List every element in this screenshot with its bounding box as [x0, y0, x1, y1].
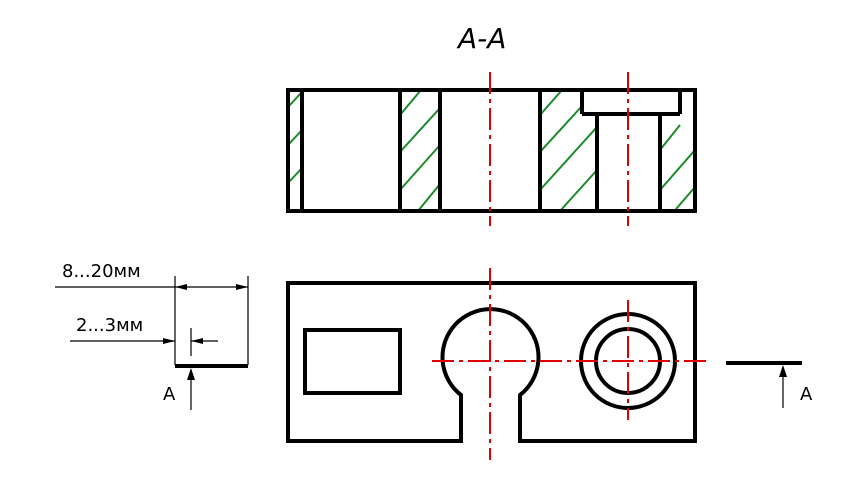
arrowhead-icon — [236, 284, 248, 290]
hatch-line — [399, 107, 441, 153]
hatch-line — [539, 126, 598, 191]
hatch-group — [287, 89, 696, 212]
hatch-line — [675, 186, 696, 210]
plan-view — [286, 268, 710, 460]
view-arrow-icon — [779, 365, 787, 377]
section-border — [286, 88, 697, 213]
cut-label-left: A — [163, 384, 176, 405]
section-title: A-A — [456, 22, 506, 55]
hatch-line — [659, 149, 696, 191]
arrowhead-icon — [175, 284, 187, 290]
view-arrow-icon — [187, 368, 195, 380]
arrowhead-icon — [191, 338, 203, 344]
cut-indicator-left: A — [163, 364, 248, 410]
hatch-line — [287, 91, 303, 108]
hatch-line — [399, 89, 422, 116]
hatch-line — [539, 89, 563, 116]
cut-label-right: A — [800, 384, 813, 405]
cut-indicator-right: A — [726, 361, 813, 408]
arrowhead-icon — [163, 338, 175, 344]
hatch-line — [417, 183, 441, 212]
hatch-line — [399, 144, 441, 191]
section-view — [286, 72, 697, 226]
plan-outline — [286, 281, 697, 443]
section-outline — [286, 88, 697, 213]
dimension-text-outer: 8...20мм — [62, 261, 141, 282]
hatch-line — [539, 105, 583, 153]
hatch-line — [287, 129, 303, 146]
hatch-line — [287, 167, 303, 184]
hatch-line — [659, 124, 681, 151]
dimension-text-inner: 2...3мм — [76, 315, 143, 336]
hatch-line — [559, 169, 598, 212]
rect-pocket — [303, 328, 402, 395]
